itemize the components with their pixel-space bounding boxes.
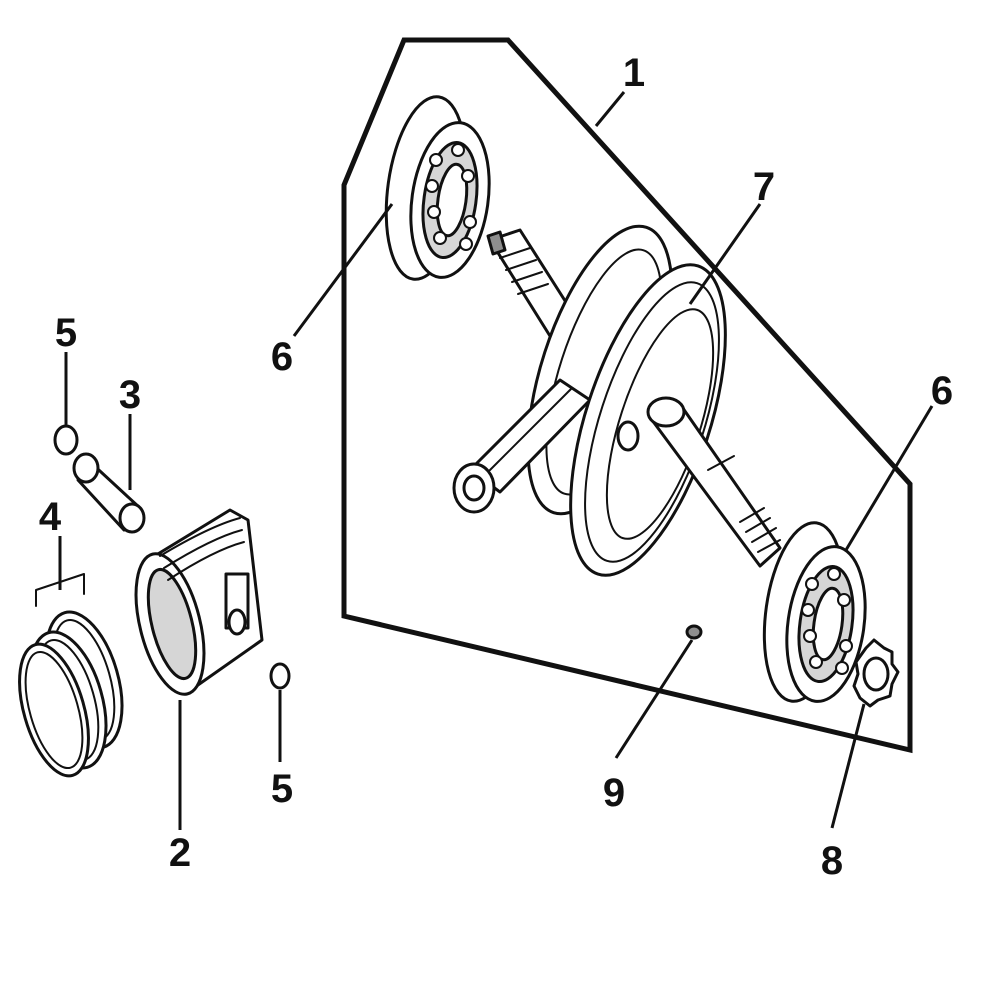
callout-9: 9 (603, 771, 625, 815)
callout-6-right: 6 (931, 369, 953, 413)
callout-3: 3 (119, 373, 141, 417)
leader-line-7 (688, 203, 762, 305)
leader-line-6a (292, 203, 394, 337)
circlip-icon (53, 424, 79, 456)
piston-ring-set-icon (18, 573, 124, 778)
callout-2: 2 (169, 831, 191, 875)
circlip-icon (269, 662, 291, 690)
leader-line-8 (830, 703, 866, 829)
callout-5-bottom: 5 (271, 767, 293, 811)
key-pin-icon (685, 624, 703, 640)
callout-5-top: 5 (55, 311, 77, 355)
assembly-panel-outline (341, 37, 913, 754)
piston-pin-icon (72, 452, 146, 534)
callout-7: 7 (753, 165, 775, 209)
leader-line-9 (614, 639, 694, 759)
ball-bearing-icon (384, 95, 491, 281)
crankshaft-icon (452, 224, 782, 577)
leader-line-1 (594, 91, 626, 127)
callout-8: 8 (821, 839, 843, 883)
sprocket-gear-icon (852, 638, 900, 708)
leader-line-6b (844, 405, 934, 551)
callout-1: 1 (623, 51, 645, 95)
callout-4: 4 (39, 495, 62, 539)
ball-bearing-icon (762, 521, 867, 703)
callout-6-left: 6 (271, 335, 293, 379)
piston-icon (134, 508, 264, 696)
